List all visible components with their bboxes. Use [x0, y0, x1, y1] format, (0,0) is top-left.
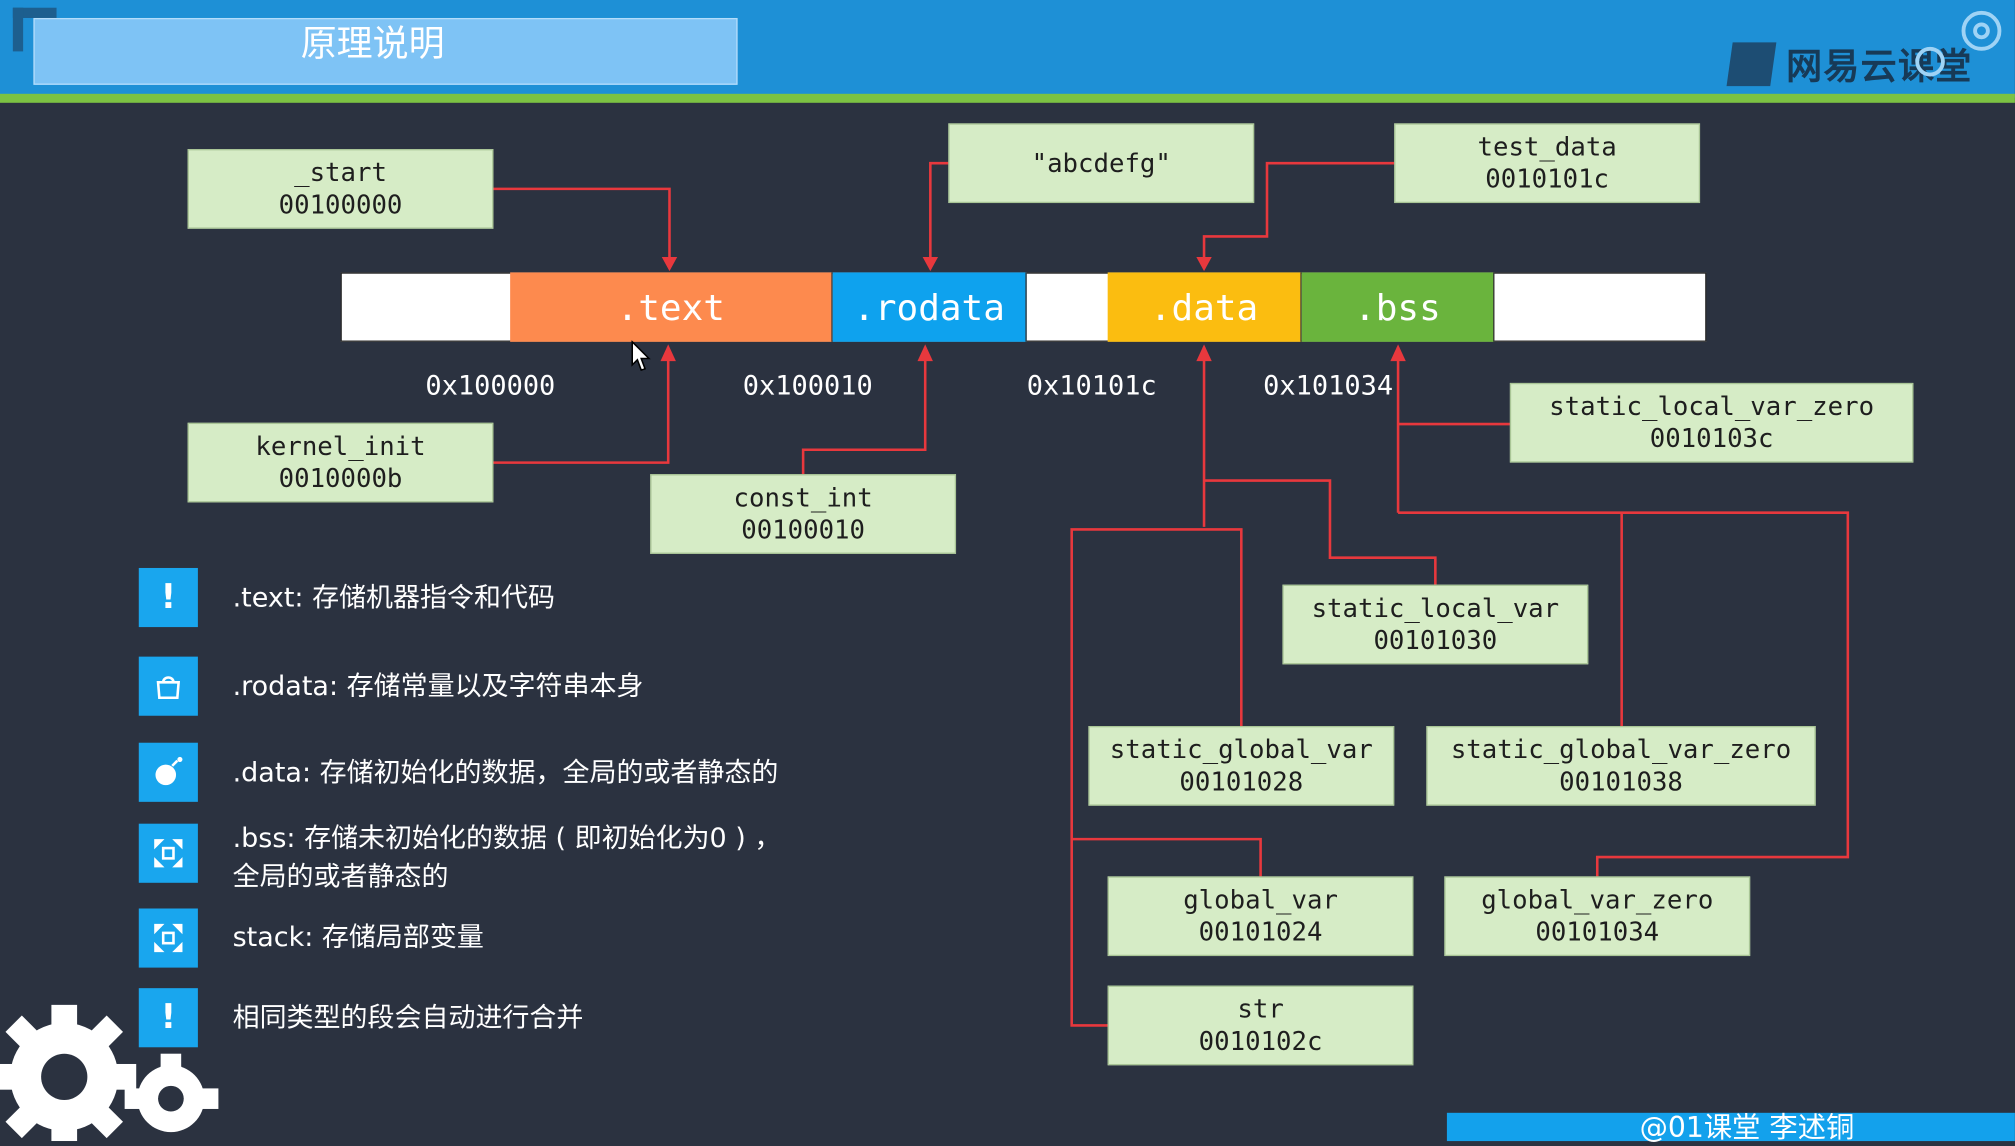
- expand-icon: [138, 908, 198, 968]
- segment-data: .data: [1107, 272, 1302, 342]
- page-title: 原理说明: [300, 21, 445, 65]
- symbol-box-global-var: global_var 00101024: [1107, 876, 1414, 957]
- address-label: 0x101034: [1263, 370, 1394, 401]
- corner-bracket-icon: [12, 7, 57, 52]
- symbol-address: 0010103c: [1649, 422, 1774, 454]
- symbol-box-str: str 0010102c: [1107, 985, 1414, 1066]
- symbol-name: str: [1237, 993, 1284, 1025]
- legend-text-stack: stack: 存储局部变量: [232, 921, 484, 953]
- arrow-testdata-data: [1202, 161, 1395, 269]
- symbol-box-static-local-var: static_local_var 00101030: [1282, 584, 1589, 665]
- symbol-address: 00101024: [1198, 916, 1323, 948]
- segment-bss: .bss: [1301, 272, 1495, 342]
- symbol-address: 00101030: [1373, 624, 1498, 656]
- address-label: 0x100010: [742, 370, 873, 401]
- symbol-box-static-global-var-zero: static_global_var_zero 00101038: [1426, 726, 1816, 806]
- title-banner: [33, 17, 738, 85]
- symbol-name: static_global_var: [1109, 733, 1373, 765]
- arrow-abcdefg-rodata: [929, 161, 949, 269]
- header-stripe: [0, 93, 2015, 103]
- symbol-name: kernel_init: [255, 430, 426, 462]
- gear-decoration-icon: [0, 1004, 219, 1142]
- symbol-address: 0010101c: [1485, 163, 1610, 195]
- symbol-name: global_var_zero: [1481, 884, 1714, 915]
- symbol-box-const-int: const_int 00100010: [650, 474, 957, 554]
- symbol-name: static_local_var: [1311, 592, 1560, 624]
- symbol-box-test-data: test_data 0010101c: [1394, 123, 1701, 204]
- symbol-name: _start: [294, 156, 387, 188]
- symbol-name: static_local_var_zero: [1549, 390, 1875, 422]
- arrow-start-text: [493, 187, 671, 269]
- legend-text-text: .text: 存储机器指令和代码: [232, 582, 555, 613]
- symbol-name: static_global_var_zero: [1450, 733, 1792, 765]
- symbol-name: const_int: [733, 481, 873, 513]
- footer-bar: [1446, 1112, 2015, 1142]
- exclamation-icon: !: [138, 567, 198, 628]
- legend-text-bss-line1: .bss: 存储未初始化的数据 ( 即初始化为0 ) ，: [232, 822, 782, 854]
- symbol-address: 00101028: [1179, 765, 1304, 797]
- symbol-box-static-global-var: static_global_var 00101028: [1088, 726, 1395, 806]
- symbol-box-abcdefg: "abcdefg": [948, 123, 1255, 204]
- symbol-address: 0010000b: [278, 462, 403, 494]
- watermark-text: @01课堂 李述铜: [1639, 1112, 1855, 1145]
- mouse-cursor-icon: [631, 340, 651, 372]
- symbol-address: 0010102c: [1198, 1025, 1323, 1057]
- symbol-box-start: _start 00100000: [187, 149, 494, 229]
- legend-text-bss: .bss: 存储未初始化的数据 ( 即初始化为0 ) ， 全局的或者静态的: [233, 819, 782, 896]
- bomb-icon: [138, 742, 198, 802]
- exclamation-icon: !: [138, 988, 198, 1048]
- symbol-address: 00100000: [278, 188, 403, 220]
- expand-icon: [138, 823, 198, 883]
- symbol-address: 00100010: [741, 514, 866, 545]
- symbol-address: 00101034: [1535, 916, 1660, 948]
- legend-text-merge: 相同类型的段会自动进行合并: [232, 1002, 584, 1034]
- gear-icon: [1915, 10, 2002, 77]
- address-label: 0x100000: [425, 370, 556, 401]
- address-label: 0x10101c: [1026, 370, 1157, 401]
- symbol-box-global-var-zero: global_var_zero 00101034: [1444, 876, 1751, 957]
- segment-rodata: .rodata: [832, 272, 1027, 342]
- symbol-name: test_data: [1477, 131, 1617, 162]
- symbol-box-static-local-var-zero: static_local_var_zero 0010103c: [1509, 382, 1914, 463]
- legend-text-bss-line2: 全局的或者静态的: [232, 860, 449, 892]
- legend-text-data: .data: 存储初始化的数据，全局的或者静态的: [232, 756, 779, 788]
- symbol-address: 00101038: [1559, 765, 1683, 797]
- arrow-kernelinit-text: [493, 346, 670, 464]
- arrow-constint-rodata: [801, 346, 927, 475]
- symbol-box-kernel-init: kernel_init 0010000b: [187, 422, 494, 503]
- legend-text-rodata: .rodata: 存储常量以及字符串本身: [232, 670, 644, 702]
- symbol-name: "abcdefg": [1031, 147, 1171, 178]
- segment-text: .text: [510, 272, 833, 342]
- symbol-name: global_var: [1183, 884, 1338, 915]
- bag-icon: [138, 656, 198, 716]
